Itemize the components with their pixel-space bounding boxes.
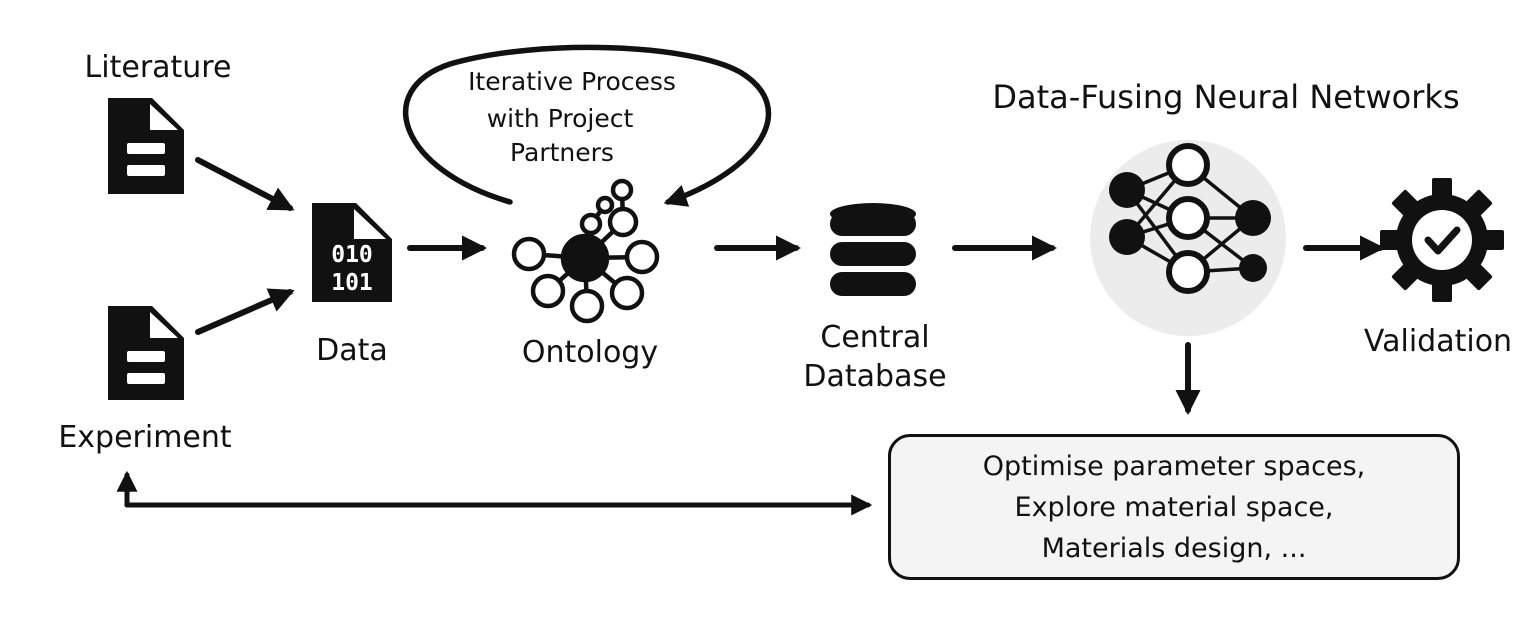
- outcomes-box: Optimise parameter spaces, Explore mater…: [888, 434, 1460, 580]
- iterative-process-line-2: with Project: [487, 104, 634, 133]
- iterative-process-line-3: Partners: [510, 138, 614, 167]
- outcome-line-1: Optimise parameter spaces,: [982, 450, 1366, 482]
- experiment-label: Experiment: [58, 420, 232, 455]
- experiment-document-icon: [108, 306, 184, 400]
- validation-gear-check-icon: [1380, 178, 1504, 302]
- validation-label: Validation: [1364, 324, 1512, 359]
- data-binary-file-icon: 010 101: [312, 203, 392, 302]
- neural-network-icon: [1090, 140, 1286, 336]
- outcome-line-3: Materials design, ...: [1041, 532, 1307, 564]
- database-icon: [830, 203, 916, 296]
- literature-document-icon: [108, 98, 184, 194]
- iterative-loop-arrow: [403, 44, 772, 207]
- outcome-line-2: Explore material space,: [1014, 491, 1334, 523]
- ontology-graph-icon: [511, 178, 660, 324]
- literature-label: Literature: [85, 50, 232, 85]
- data-label: Data: [316, 333, 388, 368]
- iterative-process-line-1: Iterative Process: [468, 67, 676, 96]
- arrow-literature-to-data: [195, 157, 295, 211]
- arrow-experiment-to-data: [195, 288, 295, 335]
- central-database-label-line-2: Database: [803, 359, 946, 394]
- neural-networks-title: Data-Fusing Neural Networks: [992, 78, 1459, 116]
- central-database-label-line-1: Central: [820, 320, 929, 355]
- data-bits-top: 010: [331, 242, 373, 268]
- ontology-label: Ontology: [522, 335, 658, 370]
- data-bits-bottom: 101: [331, 270, 373, 296]
